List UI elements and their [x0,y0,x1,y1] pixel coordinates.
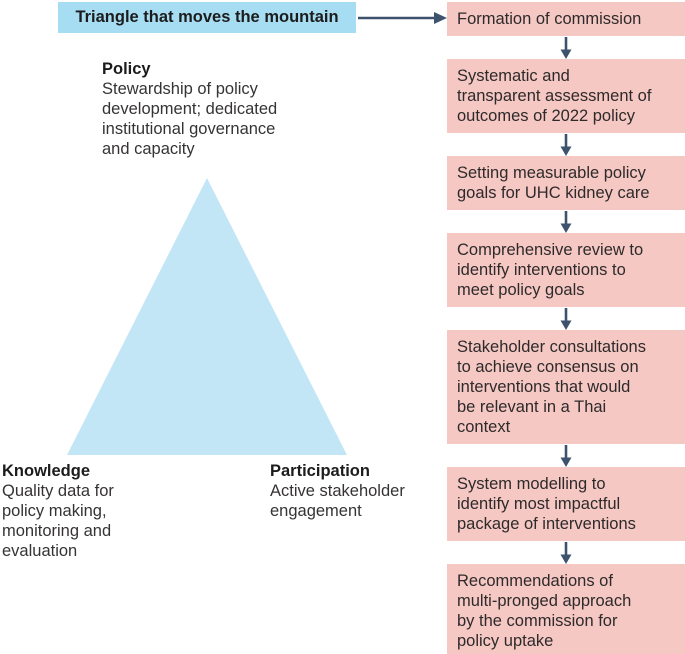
policy-description: Stewardship of policy development; dedic… [102,80,278,158]
knowledge-heading: Knowledge [2,462,91,480]
flow-step-1: Formation of commission [447,2,685,36]
arrow-down-icon [447,307,685,330]
arrow-right-icon [358,12,447,24]
participation-heading: Participation [270,462,370,480]
knowledge-description: Quality data for policy making, monitori… [2,482,114,560]
figure-title: Triangle that moves the mountain [75,8,339,26]
flow-step-3: Setting measurable policy goals for UHC … [447,156,685,210]
flow-step-4: Comprehensive review to identify interve… [447,233,685,307]
triangle-shape [67,178,347,455]
flow-step-6: System modelling to identify most impact… [447,467,685,541]
policy-heading: Policy [102,60,151,78]
vertex-participation: Participation Active stakeholder engagem… [270,461,460,521]
flow-step-5: Stakeholder consultations to achieve con… [447,330,685,444]
flow-step-2: Systematic and transparent assessment of… [447,59,685,133]
flow-step-7: Recommendations of multi-pronged approac… [447,564,685,654]
arrow-down-icon [447,133,685,156]
arrow-down-icon [447,444,685,467]
flow-column: Formation of commission Systematic and t… [447,2,685,654]
vertex-knowledge: Knowledge Quality data for policy making… [2,461,182,561]
arrow-down-icon [447,210,685,233]
arrow-down-icon [447,36,685,59]
vertex-policy: Policy Stewardship of policy development… [102,59,332,159]
participation-description: Active stakeholder engagement [270,482,405,520]
title-box: Triangle that moves the mountain [58,2,356,33]
arrow-down-icon [447,541,685,564]
